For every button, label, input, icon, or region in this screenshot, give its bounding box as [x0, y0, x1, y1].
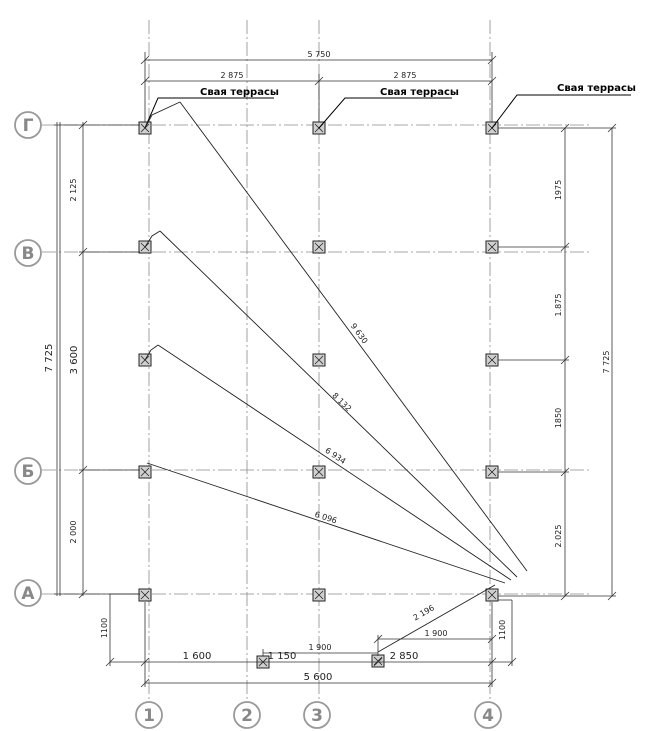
dim-left-top: 2 125 — [69, 179, 78, 202]
pile-4m — [485, 353, 499, 367]
dim-left-bottom: 2 000 — [69, 521, 78, 544]
dim-right-d4: 2.025 — [554, 525, 563, 548]
dim-bottom-seg-b: 1 150 — [268, 651, 297, 662]
diagonal-lines — [144, 101, 528, 653]
axis-label-1: 1 — [143, 706, 155, 726]
pile-3v — [312, 240, 326, 254]
dim-top-left: 2 875 — [221, 71, 244, 80]
dim-right-d2: 1.875 — [554, 294, 563, 317]
dim-bottom-upper: 1 900 — [425, 629, 448, 638]
pile-4v — [485, 240, 499, 254]
axis-label-g: Г — [23, 116, 34, 136]
dim-bottom-height-right: 1100 — [498, 620, 507, 640]
pile-label-3: Свая террасы — [557, 83, 636, 94]
row-axis-labels: Г В Б А — [14, 111, 42, 607]
axis-label-3: 3 — [311, 706, 323, 726]
pile-bottom-right — [371, 654, 385, 668]
axis-label-b: Б — [22, 462, 35, 482]
pile-label-2: Свая террасы — [380, 87, 459, 98]
dim-bottom-height-left: 1100 — [100, 618, 109, 638]
dim-bottom-seg-c: 2 850 — [390, 651, 419, 662]
left-dimensions — [54, 120, 140, 599]
axis-label-2: 2 — [241, 706, 253, 726]
dim-right-total: 7 725 — [602, 351, 611, 374]
dim-top-total: 5 750 — [308, 50, 331, 59]
dim-top-right: 2 875 — [394, 71, 417, 80]
pile-4a — [485, 588, 499, 602]
dim-left-total: 7 725 — [44, 344, 55, 373]
pile-4b — [485, 465, 499, 479]
diag-label-5: 2 196 — [412, 603, 436, 622]
pile-1b — [138, 465, 152, 479]
dim-bottom-lower: 1 900 — [309, 643, 332, 652]
axis-label-v: В — [22, 244, 35, 264]
pile-3a — [312, 588, 326, 602]
pile-1a — [138, 588, 152, 602]
dim-right-d1: 1975 — [554, 180, 563, 200]
right-dimensions — [498, 123, 617, 601]
pile-callouts — [144, 94, 631, 129]
bottom-dimensions — [105, 593, 517, 688]
dim-bottom-seg-a: 1 600 — [183, 651, 212, 662]
axis-label-a: А — [21, 584, 35, 604]
dim-right-d3: 1850 — [554, 408, 563, 428]
top-dimensions — [140, 52, 497, 122]
pile-3b — [312, 465, 326, 479]
axis-label-4: 4 — [482, 706, 494, 726]
diag-label-2: 8 132 — [330, 391, 353, 413]
column-axis-labels: 1 2 3 4 — [135, 701, 502, 729]
pile-3m — [312, 353, 326, 367]
dim-bottom-total: 5 600 — [304, 672, 333, 683]
piles — [138, 121, 499, 669]
dim-left-middle: 3 600 — [69, 346, 80, 375]
pile-label-1: Свая террасы — [200, 87, 279, 98]
